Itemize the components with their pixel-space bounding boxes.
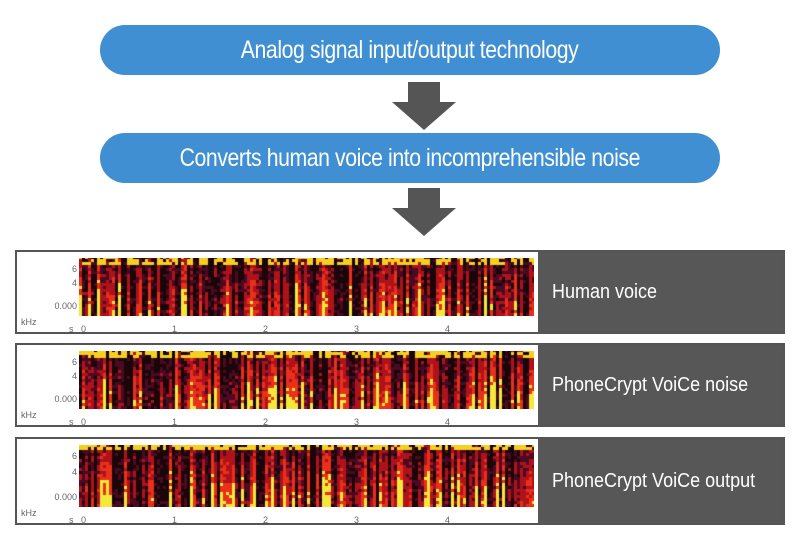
x-tick-label: 4	[445, 324, 451, 334]
y-tick-label: 6	[71, 263, 77, 274]
spectrogram-image	[79, 258, 534, 316]
row-label-text: Human voice	[552, 280, 658, 303]
row-label-text: PhoneCrypt VoiCe output	[552, 469, 756, 492]
row-label: Human voice	[538, 252, 783, 332]
x-tick-label: 3	[354, 417, 360, 427]
spectrogram-image	[79, 351, 534, 409]
y-tick-label: 6	[71, 451, 77, 462]
x-tick-label: 1	[172, 324, 178, 334]
x-tick-label: 3	[354, 515, 360, 525]
step-analog-io: Analog signal input/output technology	[100, 25, 720, 75]
x-tick-label: 1	[172, 515, 178, 525]
x-tick-label: 2	[263, 417, 269, 427]
x-tick-label: 2	[263, 324, 269, 334]
x-tick-label: 4	[445, 417, 451, 427]
y-unit-label: kHz	[21, 317, 37, 327]
y-tick-label: 0.000	[54, 491, 77, 502]
step-label: Converts human voice into incomprehensib…	[179, 143, 641, 172]
y-tick-label: 6	[71, 356, 77, 367]
arrow-down-icon	[392, 188, 456, 236]
x-tick-label: 0	[81, 324, 87, 334]
y-tick-label: 4	[71, 278, 77, 289]
x-tick-label: 0	[81, 417, 87, 427]
row-label: PhoneCrypt VoiCe output	[538, 439, 783, 523]
x-tick-label: 1	[172, 417, 178, 427]
spectrogram-image	[79, 445, 534, 507]
x-tick-label: 2	[263, 515, 269, 525]
x-tick-label: 4	[445, 515, 451, 525]
x-unit-label: s	[69, 417, 74, 427]
row-label-text: PhoneCrypt VoiCe noise	[552, 373, 749, 396]
x-unit-label: s	[69, 324, 74, 334]
row-label: PhoneCrypt VoiCe noise	[538, 345, 783, 425]
y-tick-label: 4	[71, 466, 77, 477]
arrow-down-icon	[392, 82, 456, 130]
y-tick-label: 0.000	[54, 301, 77, 312]
x-tick-label: 0	[81, 515, 87, 525]
step-convert-noise: Converts human voice into incomprehensib…	[100, 133, 720, 183]
x-unit-label: s	[69, 515, 74, 525]
y-unit-label: kHz	[21, 410, 37, 420]
y-tick-label: 4	[71, 371, 77, 382]
y-unit-label: kHz	[21, 508, 37, 518]
y-tick-label: 0.000	[54, 394, 77, 405]
step-label: Analog signal input/output technology	[241, 35, 579, 64]
x-tick-label: 3	[354, 324, 360, 334]
